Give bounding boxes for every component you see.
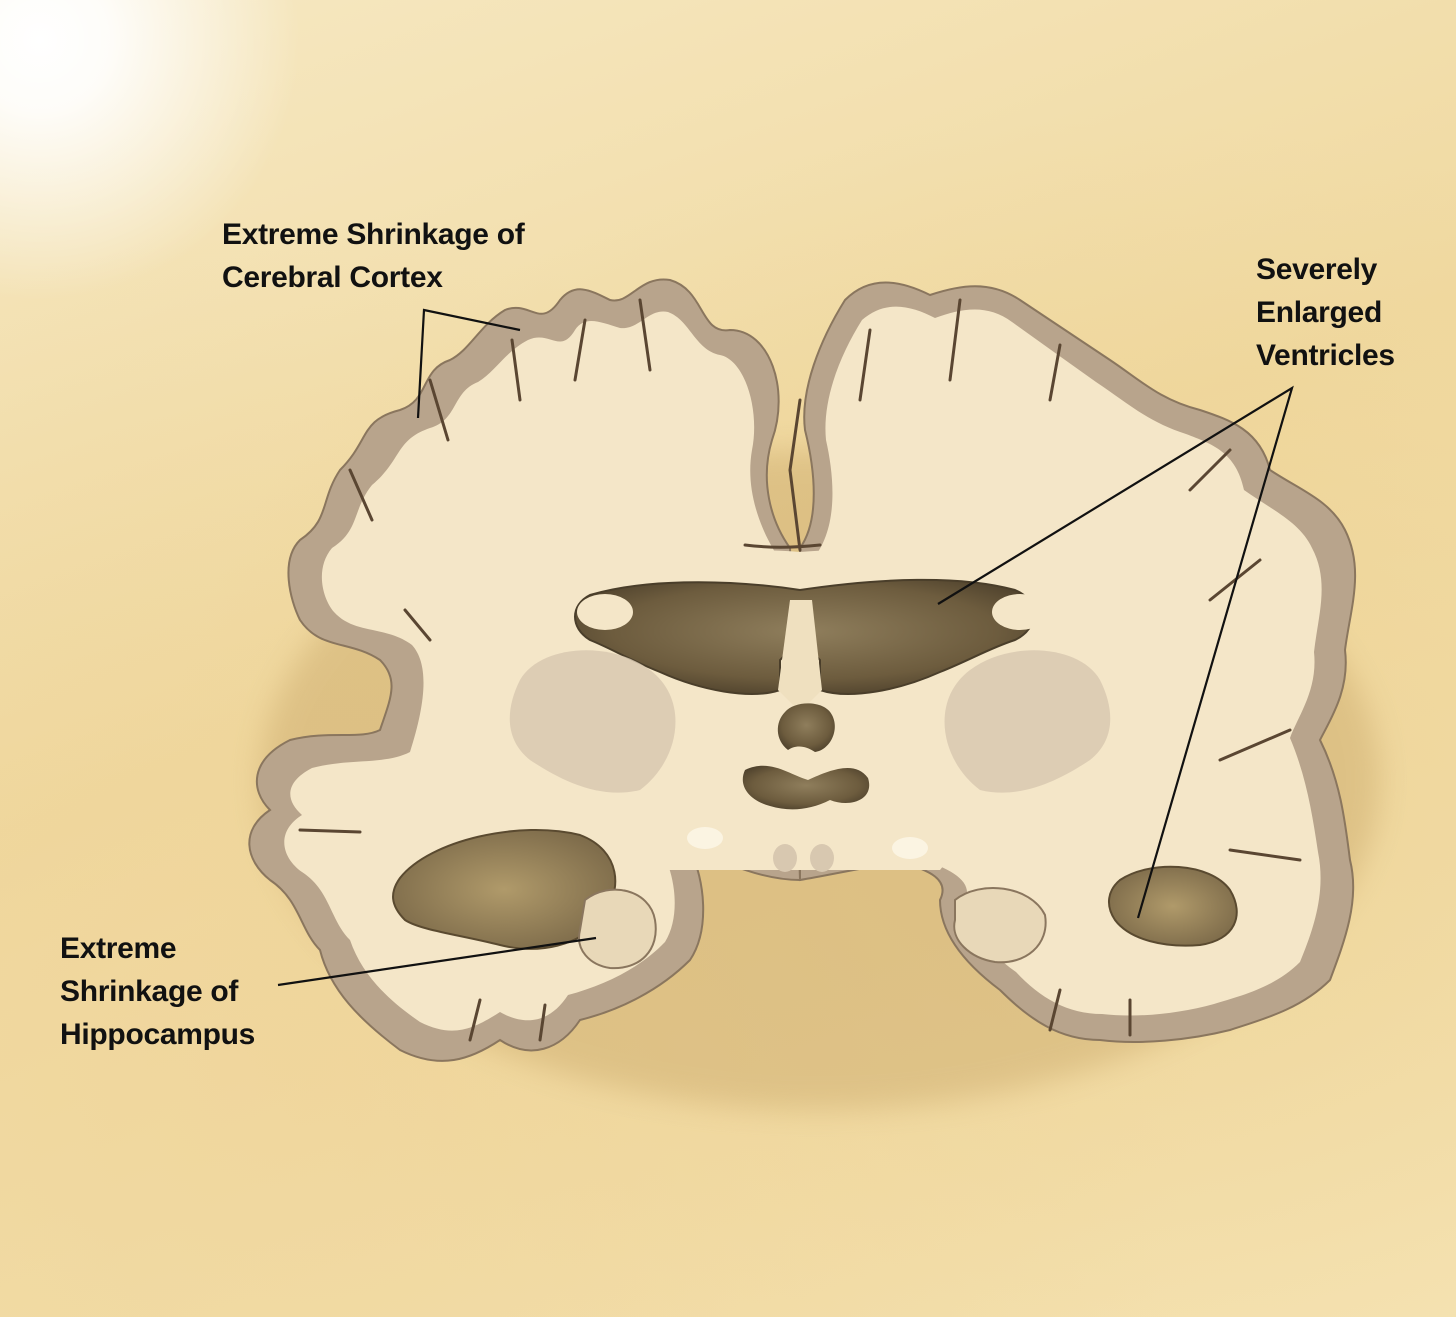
ventricles-label-line3: Ventricles [1256,339,1395,372]
hippocampus-label-line1: Extreme [60,932,177,965]
ventricles-label-line2: Enlarged [1256,296,1382,329]
gray-spot [773,844,797,872]
cortex-leader-line [416,308,521,419]
lower-ventricle [742,765,870,810]
left-caudate [577,594,633,630]
right-basal-ganglia [944,650,1111,793]
leader-lines [277,308,1294,987]
cortex-label-line2: Cerebral Cortex [222,261,443,294]
septum-pellucidum [778,600,822,712]
left-basal-ganglia [509,650,676,793]
cortex-label-line1: Extreme Shrinkage of [222,218,525,251]
hippocampus-label-line3: Hippocampus [60,1018,256,1051]
ventricles-label-line1: Severely [1256,253,1378,286]
hippocampus-label-line2: Shrinkage of [60,975,239,1008]
right-hippocampus [953,887,1047,964]
white-spot [687,827,723,849]
hippocampus-leader-line [277,936,597,987]
hippocampus-label: Extreme Shrinkage of Hippocampus [60,927,255,1056]
gray-spot [810,844,834,872]
right-temporal-horn [1108,865,1238,947]
left-hippocampus [578,888,657,970]
ventricles-leader-line [937,385,1294,919]
sulci [298,298,1302,1042]
cortex-label: Extreme Shrinkage of Cerebral Cortex [222,213,525,299]
ventricles-label: Severely Enlarged Ventricles [1256,248,1395,377]
right-caudate [992,594,1048,630]
white-spot [892,837,928,859]
third-ventricle [777,703,835,752]
